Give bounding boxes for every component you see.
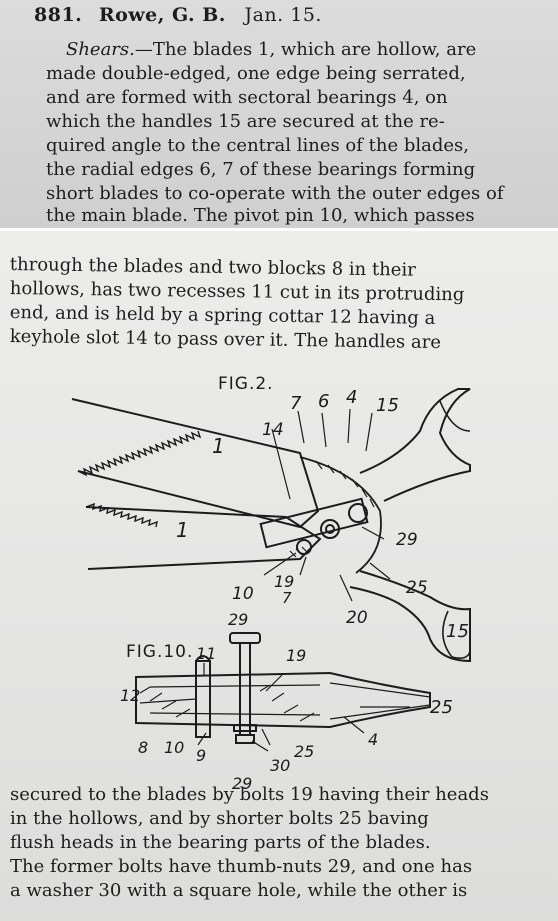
fig10-label-8: 8	[138, 738, 148, 757]
fig10-drawing	[135, 632, 431, 752]
pivot-pin-section	[195, 660, 211, 738]
fig10-label-4: 4	[368, 730, 378, 749]
fig10-label-29a: 29	[228, 610, 248, 629]
fig2-title: FIG.2.	[218, 374, 274, 394]
upper-serration	[77, 430, 202, 477]
lower-handle	[349, 570, 471, 663]
fig10-leader-lines	[139, 663, 410, 752]
sector-hatching	[315, 460, 375, 508]
fig2-label-15b: 15	[446, 621, 469, 642]
fig10-label-29b: 29	[232, 774, 252, 791]
bolt-hatching	[289, 546, 309, 558]
blade-section	[135, 671, 431, 729]
figures-svg: FIG.2.	[71, 374, 471, 791]
bolt-19-head	[296, 539, 312, 555]
upper-handle	[359, 388, 471, 502]
leader-lines	[263, 408, 391, 602]
fig10-label-12: 12	[120, 686, 140, 705]
text-line: and are formed with sectoral bearings 4,…	[46, 87, 448, 108]
bottom-clipping: through the blades and two blocks 8 in t…	[0, 231, 558, 921]
fig10-label-25a: 25	[430, 697, 453, 718]
fig10-label-19: 19	[286, 646, 306, 665]
blade-section-lines	[149, 682, 431, 720]
pivot-pin	[320, 519, 340, 539]
fig10-label-25b: 25	[294, 742, 314, 761]
entry-inventor: Rowe, G. B.	[98, 4, 226, 26]
text-line: short blades to co-operate with the oute…	[46, 183, 504, 204]
text-line: which the handles 15 are secured at the …	[46, 111, 445, 132]
text-line: Shears.—The blades 1, which are hollow, …	[66, 38, 476, 62]
entry-number: 881.	[34, 4, 83, 26]
section-hatching	[139, 684, 315, 722]
bolt-25-head	[348, 503, 368, 523]
lower-handle-ring	[442, 610, 471, 659]
entry-heading: 881. Rowe, G. B. Jan. 15.	[34, 4, 322, 26]
top-clipping: 881. Rowe, G. B. Jan. 15. Shears.—The bl…	[0, 0, 558, 228]
fig2-label-6: 6	[318, 391, 329, 412]
upper-blade	[71, 398, 320, 529]
text-line: in the hollows, and by shorter bolts 25 …	[10, 808, 429, 829]
fig2-label-29: 29	[396, 530, 418, 550]
bolt-section	[239, 642, 251, 736]
text-line: secured to the blades by bolts 19 having…	[10, 784, 489, 805]
fig2-label-10: 10	[232, 584, 254, 604]
fig2-label-15a: 15	[376, 395, 399, 416]
fig2-label-7b: 7	[282, 589, 292, 607]
fig2-label-7: 7	[290, 393, 302, 414]
fig2-label-14: 14	[262, 420, 284, 440]
fig10-label-9: 9	[196, 746, 206, 765]
fig2-label-1b: 1	[176, 518, 189, 542]
thumb-nut-bottom	[235, 734, 255, 744]
washer-30	[233, 724, 257, 732]
pivot-center	[325, 524, 335, 534]
fig10-label-30: 30	[270, 756, 290, 775]
upper-handle-ring	[439, 400, 471, 432]
fig10-label-11: 11	[196, 644, 216, 663]
text-line: The former bolts have thumb-nuts 29, and…	[10, 856, 473, 877]
lower-blade	[85, 506, 322, 570]
text-line: flush heads in the bearing parts of the …	[10, 832, 431, 853]
entry-date: Jan. 15.	[244, 4, 322, 26]
fig2-label-4: 4	[346, 387, 357, 408]
text-line: the main blade. The pivot pin 10, which …	[46, 205, 475, 226]
clipping-gap	[0, 228, 558, 231]
text-line: the radial edges 6, 7 of these bearings …	[46, 159, 476, 180]
keyhole-slot-plate	[259, 497, 369, 549]
fig2-label-25: 25	[406, 578, 428, 598]
pin-top	[195, 655, 211, 662]
text-line: made double-edged, one edge being serrat…	[46, 63, 466, 84]
text-line: keyhole slot 14 to pass over it. The han…	[9, 325, 442, 354]
lower-serration	[85, 502, 158, 528]
fig10-label-10: 10	[164, 738, 184, 757]
fig2-label-1a: 1	[212, 434, 225, 458]
title-word: Shears.	[66, 39, 135, 60]
patent-figures: FIG.2.	[0, 361, 558, 791]
text-line: a washer 30 with a square hole, while th…	[10, 880, 468, 901]
thumb-nut-top	[229, 632, 261, 644]
first-line-rest: —The blades 1, which are hollow, are	[134, 39, 477, 60]
fig10-title: FIG.10.	[126, 642, 193, 662]
fig2-label-20: 20	[346, 608, 368, 628]
fig2-drawing	[71, 388, 471, 663]
text-line: quired angle to the central lines of the…	[46, 135, 469, 156]
fig2-label-19: 19	[274, 572, 294, 591]
